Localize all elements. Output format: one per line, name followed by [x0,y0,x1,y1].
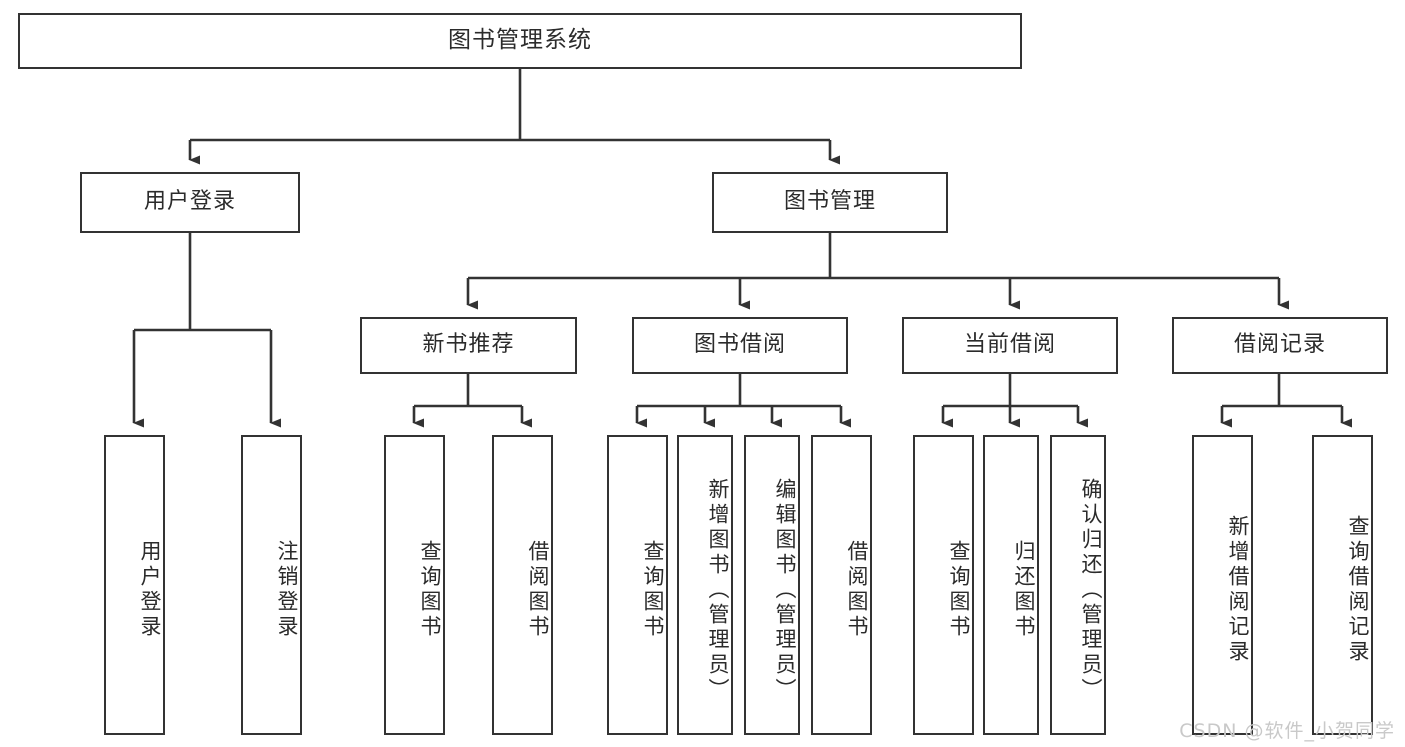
node-label: 新增图书（管理员） [706,477,730,703]
node-label: 借阅记录 [1233,332,1326,358]
node-user-login[interactable]: 用户登录 [80,172,300,233]
leaf-record-add-borrow-record[interactable]: 新增借阅记录 [1192,435,1253,735]
leaf-current-query-book[interactable]: 查询图书 [913,435,974,735]
node-current-borrow[interactable]: 当前借阅 [902,317,1118,374]
node-borrow-record[interactable]: 借阅记录 [1172,317,1388,374]
node-label: 图书借阅 [693,332,786,358]
leaf-new-book-borrow[interactable]: 借阅图书 [492,435,553,735]
node-root-book-management-system[interactable]: 图书管理系统 [18,13,1022,69]
node-label: 用户登录 [143,189,236,215]
node-book-management[interactable]: 图书管理 [712,172,948,233]
leaf-borrow-edit-book-admin[interactable]: 编辑图书（管理员） [744,435,800,735]
csdn-watermark: CSDN @软件_小贺同学 [1179,720,1395,742]
leaf-borrow-query-book[interactable]: 查询图书 [607,435,668,735]
node-book-borrow[interactable]: 图书借阅 [632,317,848,374]
leaf-user-login-signin[interactable]: 用户登录 [104,435,165,735]
node-label: 查询图书 [418,540,442,640]
leaf-user-login-signout[interactable]: 注销登录 [241,435,302,735]
leaf-record-query-borrow-record[interactable]: 查询借阅记录 [1312,435,1373,735]
leaf-current-return-book[interactable]: 归还图书 [983,435,1039,735]
node-label: 确认归还（管理员） [1079,477,1103,703]
leaf-new-book-query[interactable]: 查询图书 [384,435,445,735]
node-label: 编辑图书（管理员） [773,477,797,703]
node-label: 查询图书 [947,540,971,640]
node-label: 注销登录 [275,540,299,640]
node-label: 图书管理 [783,189,876,215]
node-label: 借阅图书 [526,540,550,640]
node-new-book-recommend[interactable]: 新书推荐 [360,317,577,374]
node-label: 当前借阅 [963,332,1056,358]
node-label: 图书管理系统 [448,27,592,54]
leaf-current-confirm-return-admin[interactable]: 确认归还（管理员） [1050,435,1106,735]
node-label: 查询借阅记录 [1346,515,1370,665]
leaf-borrow-borrow-book[interactable]: 借阅图书 [811,435,872,735]
leaf-borrow-add-book-admin[interactable]: 新增图书（管理员） [677,435,733,735]
node-label: 新书推荐 [422,332,515,358]
node-label: 归还图书 [1012,540,1036,640]
node-label: 用户登录 [138,540,162,640]
node-label: 查询图书 [641,540,665,640]
node-label: 借阅图书 [845,540,869,640]
node-label: 新增借阅记录 [1226,515,1250,665]
